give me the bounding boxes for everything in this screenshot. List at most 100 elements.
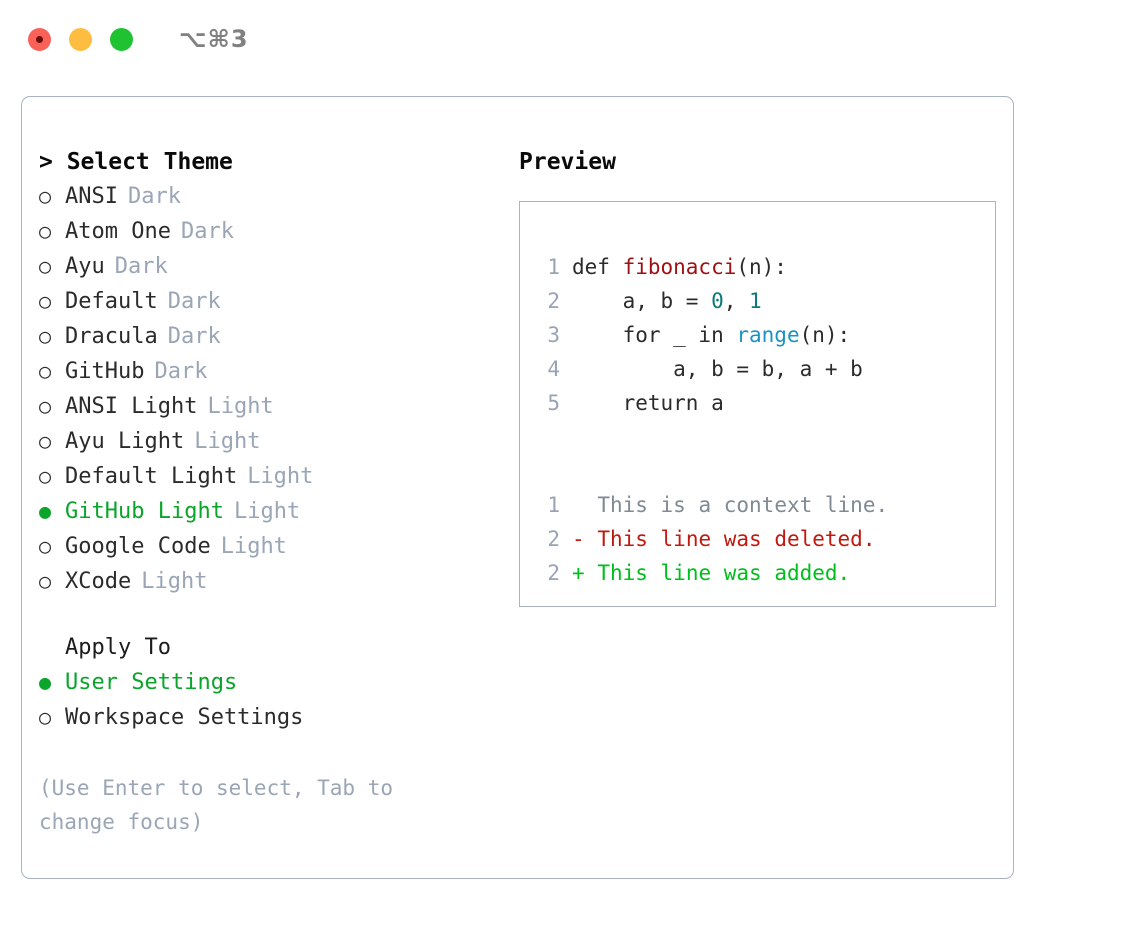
- theme-name-label: GitHub Light: [65, 499, 224, 524]
- diff-sign: +: [572, 561, 585, 585]
- code-text: return a: [572, 386, 724, 420]
- apply-to-item[interactable]: ● User Settings: [39, 665, 501, 700]
- radio-unselected-icon: ○: [39, 184, 52, 208]
- diff-spacer: [585, 488, 598, 522]
- code-line: 2 a, b = 0, 1: [534, 284, 995, 318]
- diff-line: 2- This line was deleted.: [534, 522, 995, 556]
- theme-category-tag: Light: [141, 569, 208, 594]
- code-token: 1: [749, 289, 762, 313]
- theme-category-tag: Light: [194, 429, 261, 454]
- code-line: 5 return a: [534, 386, 995, 420]
- theme-name-label: Google Code: [65, 534, 211, 559]
- line-number: 2: [547, 289, 560, 313]
- code-line: 3 for _ in range(n):: [534, 318, 995, 352]
- radio-unselected-icon: ○: [39, 254, 52, 278]
- close-button-icon[interactable]: [28, 27, 51, 51]
- footer-hint-text: (Use Enter to select, Tab to change focu…: [39, 776, 406, 834]
- theme-name-label: ANSI: [65, 184, 118, 209]
- radio-unselected-icon: ○: [39, 429, 52, 453]
- radio-unselected-icon: ○: [39, 464, 52, 488]
- spacer: [534, 454, 995, 488]
- apply-to-label: Workspace Settings: [65, 705, 304, 730]
- diff-sign: [572, 488, 585, 522]
- preview-heading: Preview: [519, 149, 616, 175]
- radio-unselected-icon: ○: [39, 359, 52, 383]
- title-bar: ⌥⌘3: [0, 0, 1140, 78]
- theme-category-tag: Dark: [127, 184, 181, 209]
- line-number: 2: [547, 527, 560, 551]
- line-number: 1: [547, 255, 560, 279]
- theme-list-item[interactable]: ○ ANSI Dark: [39, 179, 501, 214]
- apply-to-heading: Apply To: [65, 635, 171, 660]
- select-theme-heading: > Select Theme: [39, 149, 233, 175]
- theme-name-label: Default Light: [65, 464, 238, 489]
- line-number: 1: [547, 493, 560, 517]
- radio-unselected-icon: ○: [39, 219, 52, 243]
- radio-unselected-icon: ○: [39, 289, 52, 313]
- keyboard-shortcut-label: ⌥⌘3: [179, 25, 249, 53]
- code-token: for _ in: [572, 323, 737, 347]
- apply-to-list: ● User Settings ○Workspace Settings: [39, 665, 501, 735]
- theme-category-tag: Dark: [154, 359, 208, 384]
- code-token: range: [736, 323, 800, 347]
- radio-unselected-icon: ○: [39, 394, 52, 418]
- code-token: ,: [723, 289, 750, 313]
- radio-unselected-icon: ○: [39, 534, 52, 558]
- line-number: 3: [547, 323, 560, 347]
- theme-category-tag: Dark: [180, 219, 234, 244]
- diff-text: This line was added.: [597, 561, 851, 585]
- theme-name-label: Atom One: [65, 219, 171, 244]
- diff-text: This line was deleted.: [597, 527, 876, 551]
- apply-to-item[interactable]: ○Workspace Settings: [39, 700, 501, 735]
- diff-spacer: [585, 522, 598, 556]
- line-number: 4: [547, 357, 560, 381]
- code-token: 0: [711, 289, 724, 313]
- theme-name-label: Default: [65, 289, 158, 314]
- minimize-button-icon[interactable]: [69, 27, 92, 51]
- spacer: [39, 599, 501, 631]
- theme-category-tag: Light: [207, 394, 274, 419]
- code-line: 1 def fibonacci(n):: [534, 250, 995, 284]
- code-text: def fibonacci(n):: [572, 250, 787, 284]
- spacer: [534, 420, 995, 454]
- theme-list-item[interactable]: ○ ANSI Light Light: [39, 389, 501, 424]
- code-token: (n):: [736, 255, 787, 279]
- code-token: def: [572, 255, 623, 279]
- line-number: 2: [547, 561, 560, 585]
- theme-list-item[interactable]: ○ Ayu Light Light: [39, 424, 501, 459]
- diff-sign: -: [572, 527, 585, 551]
- theme-category-tag: Dark: [114, 254, 168, 279]
- theme-list-item[interactable]: ○ GitHub Dark: [39, 354, 501, 389]
- theme-category-tag: Light: [233, 499, 301, 524]
- theme-category-tag: Light: [220, 534, 287, 559]
- apply-to-label: User Settings: [65, 670, 238, 695]
- theme-name-label: GitHub: [65, 359, 145, 384]
- code-token: a, b = b, a + b: [572, 357, 863, 381]
- code-token: a, b =: [572, 289, 712, 313]
- radio-unselected-icon: ○: [39, 324, 52, 348]
- diff-sample-block: 1 This is a context line.2- This line wa…: [534, 488, 995, 590]
- theme-name-label: Ayu Light: [65, 429, 185, 454]
- theme-name-label: ANSI Light: [65, 394, 198, 419]
- traffic-light-buttons: [28, 27, 133, 51]
- diff-line: 1 This is a context line.: [534, 488, 995, 522]
- radio-unselected-icon: ○: [39, 569, 52, 593]
- maximize-button-icon[interactable]: [110, 27, 133, 51]
- radio-selected-icon: ●: [39, 670, 52, 694]
- theme-list-item[interactable]: ○ Atom One Dark: [39, 214, 501, 249]
- line-number: 5: [547, 391, 560, 415]
- theme-list-item[interactable]: ○ Google Code Light: [39, 529, 501, 564]
- code-token: (n):: [799, 323, 851, 347]
- code-token: fibonacci: [622, 255, 737, 279]
